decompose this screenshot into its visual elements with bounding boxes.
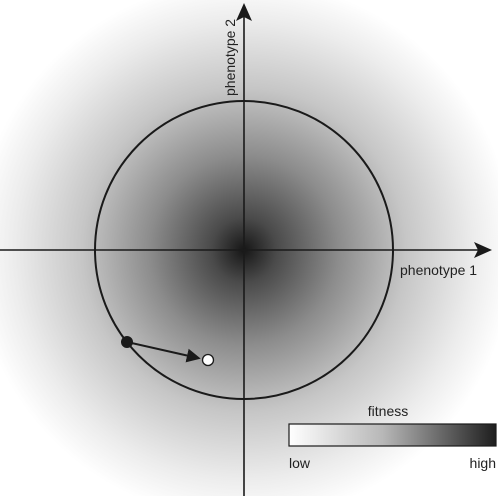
- y-axis-arrowhead-icon: [236, 3, 252, 21]
- end-phenotype-point: [201, 353, 215, 367]
- x-axis-arrowhead-icon: [474, 242, 492, 258]
- fitness-legend: fitness low high: [288, 403, 497, 471]
- legend-low-label: low: [289, 455, 311, 471]
- mutation-arrow: [126, 341, 201, 363]
- x-axis-label: phenotype 1: [400, 262, 477, 278]
- legend-high-label: high: [470, 455, 496, 471]
- y-axis-label: phenotype 2: [222, 19, 238, 96]
- legend-colorbar: [288, 423, 497, 447]
- start-phenotype-point: [121, 336, 133, 348]
- legend-title: fitness: [368, 403, 408, 419]
